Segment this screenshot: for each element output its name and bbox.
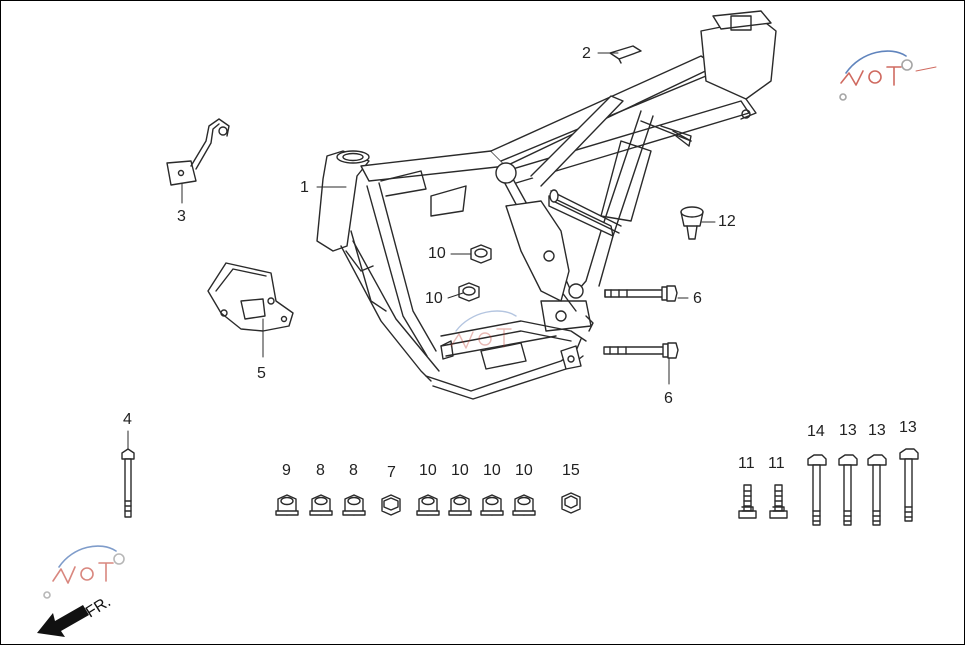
callout-part-10-row-1: 10 bbox=[419, 462, 437, 479]
callout-part-6-lower: 6 bbox=[664, 390, 673, 407]
callout-part-7: 7 bbox=[387, 464, 396, 481]
part-7-nut bbox=[381, 494, 401, 516]
callout-part-6-upper: 6 bbox=[693, 290, 702, 307]
part-6-bolt-lower bbox=[603, 342, 679, 359]
part-13-bolt-a bbox=[838, 454, 858, 526]
callout-part-3: 3 bbox=[177, 208, 186, 225]
callout-part-5: 5 bbox=[257, 365, 266, 382]
moto-watermark-logo bbox=[43, 545, 125, 599]
callout-part-11-a: 11 bbox=[738, 455, 755, 472]
part-4-bolt bbox=[121, 448, 135, 518]
part-9-nut bbox=[275, 494, 299, 516]
part-8-nut-a bbox=[309, 494, 333, 516]
callout-part-9: 9 bbox=[282, 462, 291, 479]
nut-row bbox=[275, 492, 581, 516]
callout-part-13-a: 13 bbox=[839, 422, 857, 439]
callout-part-13-b: 13 bbox=[868, 422, 886, 439]
callout-part-1: 1 bbox=[300, 179, 309, 196]
part-15-nut bbox=[561, 492, 581, 514]
moto-watermark-logo bbox=[450, 310, 517, 349]
callout-part-14: 14 bbox=[807, 423, 825, 440]
part-10-nut-row-4 bbox=[512, 494, 536, 516]
callout-part-4: 4 bbox=[123, 411, 132, 428]
part-10-nut-lower bbox=[458, 282, 480, 302]
part-3-bracket bbox=[166, 118, 230, 186]
part-5-plate bbox=[207, 262, 294, 332]
part-10-nut-row-1 bbox=[416, 494, 440, 516]
callout-part-10-row-3: 10 bbox=[483, 462, 501, 479]
part-14-bolt bbox=[807, 454, 827, 526]
part-8-nut-b bbox=[342, 494, 366, 516]
callout-part-13-c: 13 bbox=[899, 419, 917, 436]
leader-lines bbox=[127, 52, 716, 450]
part-10-nut-row-2 bbox=[448, 494, 472, 516]
callout-part-8-a: 8 bbox=[316, 462, 325, 479]
callout-part-10-row-4: 10 bbox=[515, 462, 533, 479]
callout-part-10-lower: 10 bbox=[425, 290, 443, 307]
callout-part-2: 2 bbox=[582, 45, 591, 62]
callout-part-12: 12 bbox=[718, 213, 736, 230]
callout-part-15: 15 bbox=[562, 462, 580, 479]
part-12-cap bbox=[680, 206, 704, 240]
moto-watermark-logo bbox=[839, 50, 937, 101]
part-10-nut-row-3 bbox=[480, 494, 504, 516]
part-2-clip bbox=[609, 45, 642, 64]
callout-part-11-b: 11 bbox=[768, 455, 785, 472]
callout-part-10-upper: 10 bbox=[428, 245, 446, 262]
callout-part-10-row-2: 10 bbox=[451, 462, 469, 479]
callout-part-8-b: 8 bbox=[349, 462, 358, 479]
part-6-bolt-upper bbox=[604, 285, 678, 302]
main-frame bbox=[316, 10, 777, 400]
part-11-bolt-a bbox=[738, 484, 757, 519]
part-13-bolt-b bbox=[867, 454, 887, 526]
front-direction-arrow-icon bbox=[37, 605, 89, 637]
part-13-bolt-c bbox=[899, 448, 919, 522]
part-10-nut-upper bbox=[470, 244, 492, 264]
part-11-bolt-b bbox=[769, 484, 788, 519]
